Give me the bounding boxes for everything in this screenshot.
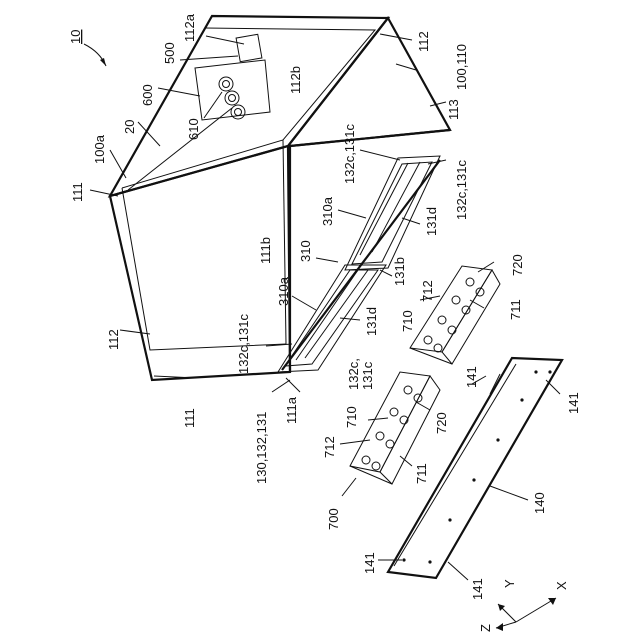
label-711-b: 711 xyxy=(414,463,429,484)
label-141-c: 141 xyxy=(362,552,377,574)
label-axis-z: Z xyxy=(478,624,493,632)
label-131b: 131b xyxy=(392,257,407,286)
label-111-bottom: 111 xyxy=(182,408,197,428)
label-112-left: 112 xyxy=(106,329,121,350)
label-132c131c-b: 132c,131c xyxy=(454,160,469,220)
label-720-b: 720 xyxy=(434,412,449,434)
label-500: 500 xyxy=(162,42,177,64)
label-132c131c-a: 132c,131c xyxy=(342,124,357,184)
label-130-132-131: 130,132,131 xyxy=(254,412,269,484)
label-axis-x: X xyxy=(554,581,569,590)
label-600: 600 xyxy=(140,84,155,106)
label-310: 310 xyxy=(298,240,313,262)
label-141-a: 141 xyxy=(464,366,479,388)
label-10: 10 xyxy=(68,30,83,44)
label-711-a: 711 xyxy=(508,299,523,320)
label-111b: 111b xyxy=(258,237,273,264)
label-310a-top: 310a xyxy=(320,196,335,226)
label-20: 20 xyxy=(122,120,137,134)
label-700: 700 xyxy=(326,508,341,530)
label-112b: 112b xyxy=(288,66,303,94)
label-720-a: 720 xyxy=(510,254,525,276)
label-112-right: 112 xyxy=(416,31,431,52)
axis-triad xyxy=(496,598,556,631)
label-310a-mid: 310a xyxy=(276,276,291,306)
chamber-600 xyxy=(195,60,270,120)
label-712-a: 712 xyxy=(420,280,435,302)
label-131d-top: 131d xyxy=(424,207,439,236)
housing xyxy=(110,16,450,380)
connectors-610 xyxy=(219,77,245,119)
label-132c131c-c: 132c,131c xyxy=(236,314,251,374)
housing-inner-edge xyxy=(122,188,286,350)
label-axis-y: Y xyxy=(502,579,517,588)
label-113: 113 xyxy=(446,99,461,120)
label-111a: 111a xyxy=(284,396,299,424)
label-610: 610 xyxy=(186,118,201,140)
label-131c-split: 131c xyxy=(360,361,375,390)
label-141-d: 141 xyxy=(470,578,485,600)
label-710-b: 710 xyxy=(344,406,359,428)
label-111-top: 111 xyxy=(70,182,85,202)
label-132c-split: 132c, xyxy=(346,358,361,390)
label-131d-mid: 131d xyxy=(364,307,379,336)
label-100-110: 100,110 xyxy=(454,44,469,90)
connector-500 xyxy=(236,34,262,61)
label-140: 140 xyxy=(532,492,547,514)
label-710-a: 710 xyxy=(400,310,415,332)
label-141-b: 141 xyxy=(566,392,581,414)
label-112a: 112a xyxy=(182,13,197,42)
label-100a: 100a xyxy=(92,134,107,164)
label-712-b: 712 xyxy=(322,436,337,458)
